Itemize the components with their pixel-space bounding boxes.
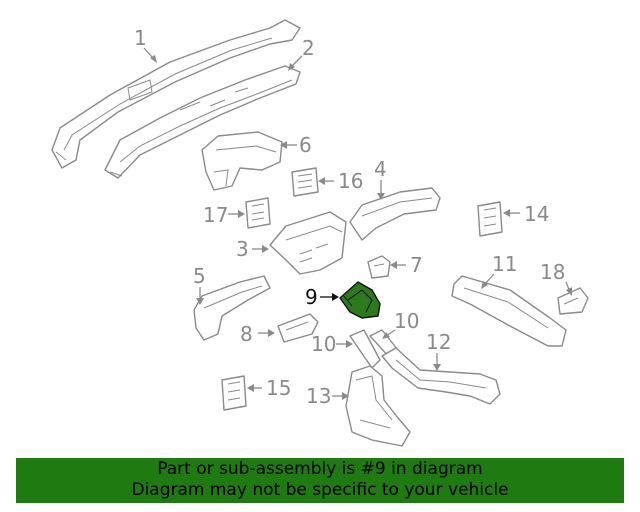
- svg-text:2: 2: [302, 36, 315, 60]
- part-5-duct: [193, 275, 271, 341]
- callout-10-left: 10: [311, 332, 353, 356]
- callout-2: 2: [288, 36, 315, 71]
- svg-text:13: 13: [306, 384, 331, 408]
- callout-18: 18: [540, 260, 572, 296]
- callout-9: 9: [305, 285, 339, 309]
- svg-text:1: 1: [134, 26, 147, 50]
- banner-line-1: Part or sub-assembly is #9 in diagram: [157, 459, 483, 479]
- callout-16: 16: [318, 169, 363, 193]
- part-11-floor-duct: [451, 275, 567, 347]
- svg-text:12: 12: [426, 330, 451, 354]
- part-15-vent: [221, 375, 247, 411]
- svg-text:8: 8: [240, 322, 253, 346]
- part-9-highlighted: [339, 281, 381, 319]
- callout-5: 5: [193, 264, 206, 305]
- svg-text:18: 18: [540, 260, 565, 284]
- callout-10-right: 10: [382, 309, 419, 339]
- part-3-distribution-duct: [269, 211, 347, 275]
- part-13-floor-duct: [345, 365, 411, 447]
- banner-line-2: Diagram may not be specific to your vehi…: [131, 480, 509, 500]
- part-8-bracket: [277, 313, 319, 343]
- callout-3: 3: [236, 237, 269, 261]
- svg-text:10: 10: [394, 309, 419, 333]
- parts-diagram: 1 2 6 16 4: [51, 19, 589, 447]
- part-6-duct: [201, 131, 283, 191]
- part-7-clip: [367, 255, 391, 279]
- callout-7: 7: [390, 253, 423, 277]
- callout-8: 8: [240, 322, 275, 346]
- callout-1: 1: [134, 26, 157, 63]
- callout-6: 6: [280, 133, 312, 157]
- svg-text:9: 9: [305, 285, 318, 309]
- part-17-vent: [245, 197, 271, 229]
- svg-text:16: 16: [338, 169, 363, 193]
- svg-text:3: 3: [236, 237, 249, 261]
- callout-4: 4: [374, 157, 387, 200]
- part-4-duct: [349, 187, 441, 241]
- svg-text:4: 4: [374, 157, 387, 181]
- callout-15: 15: [247, 376, 291, 400]
- callout-17: 17: [203, 203, 245, 227]
- part-12-rear-duct: [381, 347, 501, 405]
- part-14-vent: [477, 201, 503, 237]
- callout-11: 11: [481, 252, 517, 289]
- svg-text:6: 6: [299, 133, 312, 157]
- info-banner: Part or sub-assembly is #9 in diagram Di…: [16, 458, 624, 503]
- svg-text:7: 7: [410, 253, 423, 277]
- svg-text:11: 11: [492, 252, 517, 276]
- callout-12: 12: [426, 330, 451, 371]
- svg-text:5: 5: [193, 264, 206, 288]
- part-16-vent: [291, 167, 319, 197]
- part-1-defroster-duct: [51, 19, 301, 169]
- part-2-panel-duct: [104, 65, 301, 179]
- svg-text:14: 14: [524, 202, 549, 226]
- svg-text:15: 15: [266, 376, 291, 400]
- callout-13: 13: [306, 384, 349, 408]
- part-18-sensor: [557, 287, 589, 315]
- svg-text:10: 10: [311, 332, 336, 356]
- callout-14: 14: [503, 202, 549, 226]
- svg-text:17: 17: [203, 203, 228, 227]
